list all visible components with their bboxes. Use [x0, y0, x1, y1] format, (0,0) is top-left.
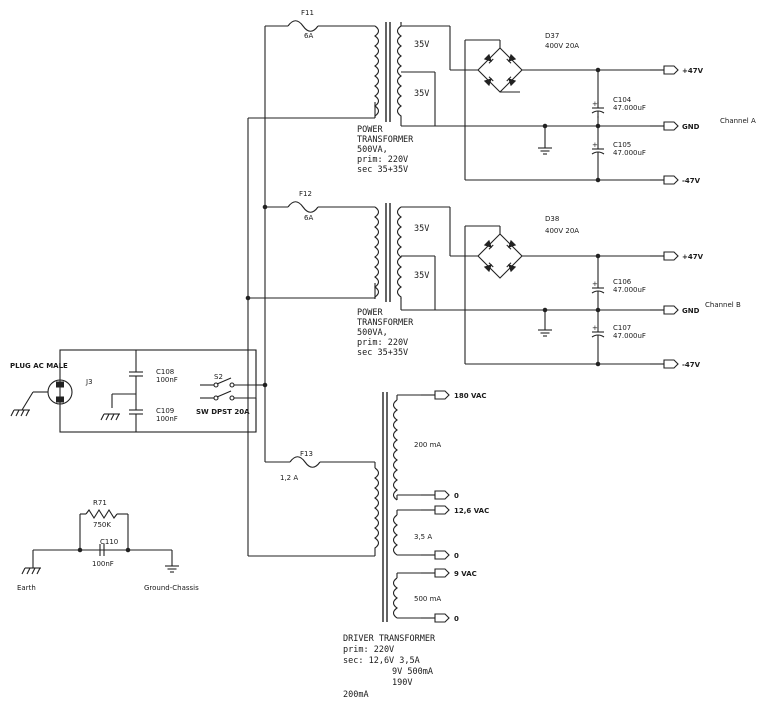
capacitor-c108: C108 100nF: [129, 350, 178, 394]
r71-value: 750K: [93, 521, 111, 529]
c105-value: 47.000uF: [613, 149, 646, 157]
c106-ref: C106: [613, 278, 632, 286]
c104-ref: C104: [613, 96, 632, 104]
driver-zero-2: 0: [454, 552, 459, 560]
capacitor-c106: C106 47.000uF: [591, 278, 646, 299]
tb-sec-upper: 35V: [414, 224, 429, 234]
a-pos-label: +47V: [682, 67, 704, 75]
b-pos-label: +47V: [682, 253, 704, 261]
ta-desc-4: prim: 220V: [357, 155, 408, 165]
tb-desc-4: prim: 220V: [357, 338, 408, 348]
tb-desc-5: sec 35+35V: [357, 348, 408, 358]
plug-label: PLUG AC MALE: [10, 362, 68, 370]
a-gnd-label: GND: [682, 123, 700, 131]
channel-b-label: Channel B: [705, 301, 741, 309]
f13-ref: F13: [300, 450, 313, 458]
primary-wiring: [245, 26, 375, 557]
bridge-d37: D37 400V 20A: [477, 32, 579, 93]
driver-zero-3: 0: [454, 615, 459, 623]
c105-ref: C105: [613, 141, 631, 149]
driver-126vac: 12,6 VAC: [454, 507, 489, 515]
switch-s2: S2 SW DPST 20A: [196, 350, 268, 432]
tb-desc-2: TRANSFORMER: [357, 318, 414, 328]
ta-desc-1: POWER: [357, 125, 383, 135]
r71-ref: R71: [93, 499, 107, 507]
tb-sec-lower: 35V: [414, 271, 429, 281]
d38-value: 400V 20A: [545, 227, 579, 235]
fuse-f11: F11 6A: [265, 9, 375, 40]
switch-label: SW DPST 20A: [196, 408, 250, 416]
c104-value: 47.000uF: [613, 104, 646, 112]
channel-a-label: Channel A: [720, 117, 756, 125]
f12-value: 6A: [304, 214, 313, 222]
driver-zero-1: 0: [454, 492, 459, 500]
power-transformer-b: 35V 35V POWER TRANSFORMER 500VA, prim: 2…: [357, 203, 429, 358]
driver-transformer: 180 VAC 200 mA 0 12,6 VAC 3,5 A 0 9 VAC …: [343, 390, 489, 700]
tb-desc-3: 500VA,: [357, 328, 388, 338]
c108-ref: C108: [156, 368, 174, 376]
capacitor-c107: C107 47.000uF: [591, 323, 646, 343]
c107-ref: C107: [613, 324, 631, 332]
ta-desc-3: 500VA,: [357, 145, 388, 155]
earth-chassis-network: R71 750K C110 100nF Earth Ground-Chassis: [17, 499, 199, 592]
fuse-f13: F13 1,2 A: [265, 450, 376, 482]
driver-desc-4: 9V 500mA: [392, 667, 433, 677]
driver-desc-2: prim: 220V: [343, 645, 394, 655]
f12-ref: F12: [299, 190, 312, 198]
driver-desc-3: sec: 12,6V 3,5A: [343, 656, 420, 666]
driver-200ma: 200 mA: [414, 441, 441, 449]
c110-ref: C110: [100, 538, 118, 546]
driver-desc-5: 190V: [392, 678, 412, 688]
f11-value: 6A: [304, 32, 313, 40]
driver-180vac: 180 VAC: [454, 392, 487, 400]
driver-desc-6: 200mA: [343, 690, 369, 700]
c110-value: 100nF: [92, 560, 114, 568]
ta-sec-lower: 35V: [414, 89, 429, 99]
power-transformer-a: 35V 35V POWER TRANSFORMER 500VA, prim: 2…: [357, 22, 429, 175]
ac-plug-j3: PLUG AC MALE J3: [10, 349, 257, 433]
d37-value: 400V 20A: [545, 42, 579, 50]
b-neg-label: -47V: [682, 361, 701, 369]
d37-ref: D37: [545, 32, 559, 40]
ta-sec-upper: 35V: [414, 40, 429, 50]
bridge-d38: D38 400V 20A: [477, 215, 579, 279]
rectifier-wiring-b: [400, 206, 660, 367]
outputs-channel-a: +47V GND -47V Channel A: [649, 65, 756, 185]
d38-ref: D38: [545, 215, 559, 223]
c106-value: 47.000uF: [613, 286, 646, 294]
driver-500ma: 500 mA: [414, 595, 441, 603]
chassis-label: Ground-Chassis: [144, 584, 199, 592]
capacitor-c104: C104 47.000uF: [591, 96, 646, 119]
f11-ref: F11: [301, 9, 314, 17]
fuse-f12: F12 6A: [265, 190, 375, 222]
tb-desc-1: POWER: [357, 308, 383, 318]
capacitor-c109: C109 100nF: [100, 393, 178, 432]
a-neg-label: -47V: [682, 177, 701, 185]
capacitor-c105: C105 47.000uF: [591, 140, 646, 160]
c107-value: 47.000uF: [613, 332, 646, 340]
driver-9vac: 9 VAC: [454, 570, 477, 578]
earth-label: Earth: [17, 584, 36, 592]
switch-ref: S2: [214, 373, 223, 381]
rectifier-wiring-a: [400, 25, 660, 183]
c109-value: 100nF: [156, 415, 178, 423]
plug-ref: J3: [85, 378, 93, 386]
ta-desc-5: sec 35+35V: [357, 165, 408, 175]
ta-desc-2: TRANSFORMER: [357, 135, 414, 145]
b-gnd-label: GND: [682, 307, 700, 315]
f13-value: 1,2 A: [280, 474, 298, 482]
outputs-channel-b: +47V GND -47V Channel B: [649, 251, 741, 369]
driver-35a: 3,5 A: [414, 533, 432, 541]
c109-ref: C109: [156, 407, 174, 415]
c108-value: 100nF: [156, 376, 178, 384]
driver-desc-1: DRIVER TRANSFORMER: [343, 634, 436, 644]
